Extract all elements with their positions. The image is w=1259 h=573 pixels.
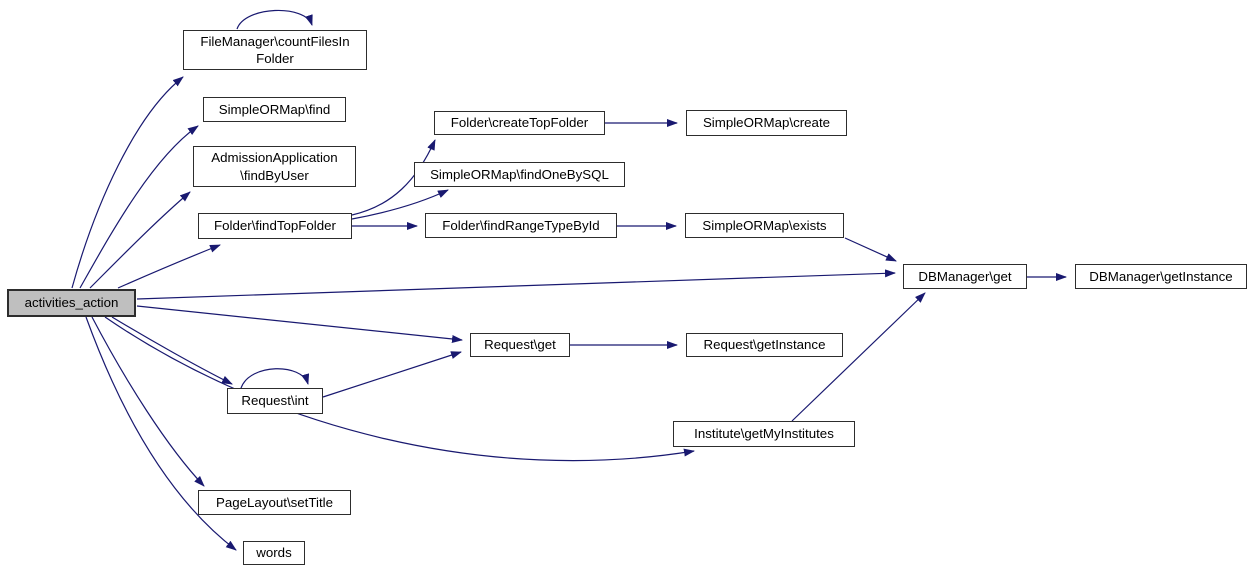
edge-activities-action-to-filemanager-countfilesinfolder <box>71 76 184 289</box>
edge-folder-findtopfolder-to-folder-createtopfolder <box>351 139 436 216</box>
edge-activities-action-to-words <box>85 316 237 551</box>
node-activities-action: activities_action <box>7 289 136 317</box>
node-dbmanager-getinstance[interactable]: DBManager\getInstance <box>1075 264 1247 289</box>
edge-filemanager-countfilesinfolder-to-filemanager-countfilesinfolder <box>236 9 313 30</box>
node-dbmanager-get[interactable]: DBManager\get <box>903 264 1027 289</box>
node-simpleormap-findonebysql[interactable]: SimpleORMap\findOneBySQL <box>414 162 625 187</box>
edge-simpleormap-exists-to-dbmanager-get <box>844 237 897 262</box>
edge-activities-action-to-folder-findtopfolder <box>117 244 221 289</box>
edge-institute-getmyinstitutes-to-dbmanager-get <box>791 292 926 422</box>
edge-activities-action-to-simpleormap-find <box>79 125 199 289</box>
node-institute-getmyinstitutes[interactable]: Institute\getMyInstitutes <box>673 421 855 447</box>
node-simpleormap-exists[interactable]: SimpleORMap\exists <box>685 213 844 238</box>
edge-activities-action-to-dbmanager-get <box>136 269 896 300</box>
node-request-getinstance[interactable]: Request\getInstance <box>686 333 843 357</box>
node-folder-findtopfolder[interactable]: Folder\findTopFolder <box>198 213 352 239</box>
node-filemanager-countfilesinfolder[interactable]: FileManager\countFilesIn Folder <box>183 30 367 70</box>
node-pagelayout-settitle[interactable]: PageLayout\setTitle <box>198 490 351 515</box>
node-simpleormap-create[interactable]: SimpleORMap\create <box>686 110 847 136</box>
edge-request-int-to-request-get <box>322 351 462 398</box>
edge-activities-action-to-request-int <box>111 316 233 385</box>
node-request-get[interactable]: Request\get <box>470 333 570 357</box>
edge-activities-action-to-pagelayout-settitle <box>91 316 205 487</box>
node-folder-createtopfolder[interactable]: Folder\createTopFolder <box>434 111 605 135</box>
node-words[interactable]: words <box>243 541 305 565</box>
edge-folder-findtopfolder-to-simpleormap-findonebysql <box>351 189 449 220</box>
edge-activities-action-to-request-get <box>136 305 463 343</box>
node-folder-findrangetypebyid[interactable]: Folder\findRangeTypeById <box>425 213 617 238</box>
edge-request-int-to-request-int <box>240 368 310 389</box>
node-request-int[interactable]: Request\int <box>227 388 323 414</box>
edge-activities-action-to-institute-getmyinstitutes <box>104 316 695 462</box>
node-admissionapplication-findbyuser[interactable]: AdmissionApplication \findByUser <box>193 146 356 187</box>
edge-activities-action-to-admissionapplication-findbyuser <box>89 191 191 289</box>
node-simpleormap-find[interactable]: SimpleORMap\find <box>203 97 346 122</box>
